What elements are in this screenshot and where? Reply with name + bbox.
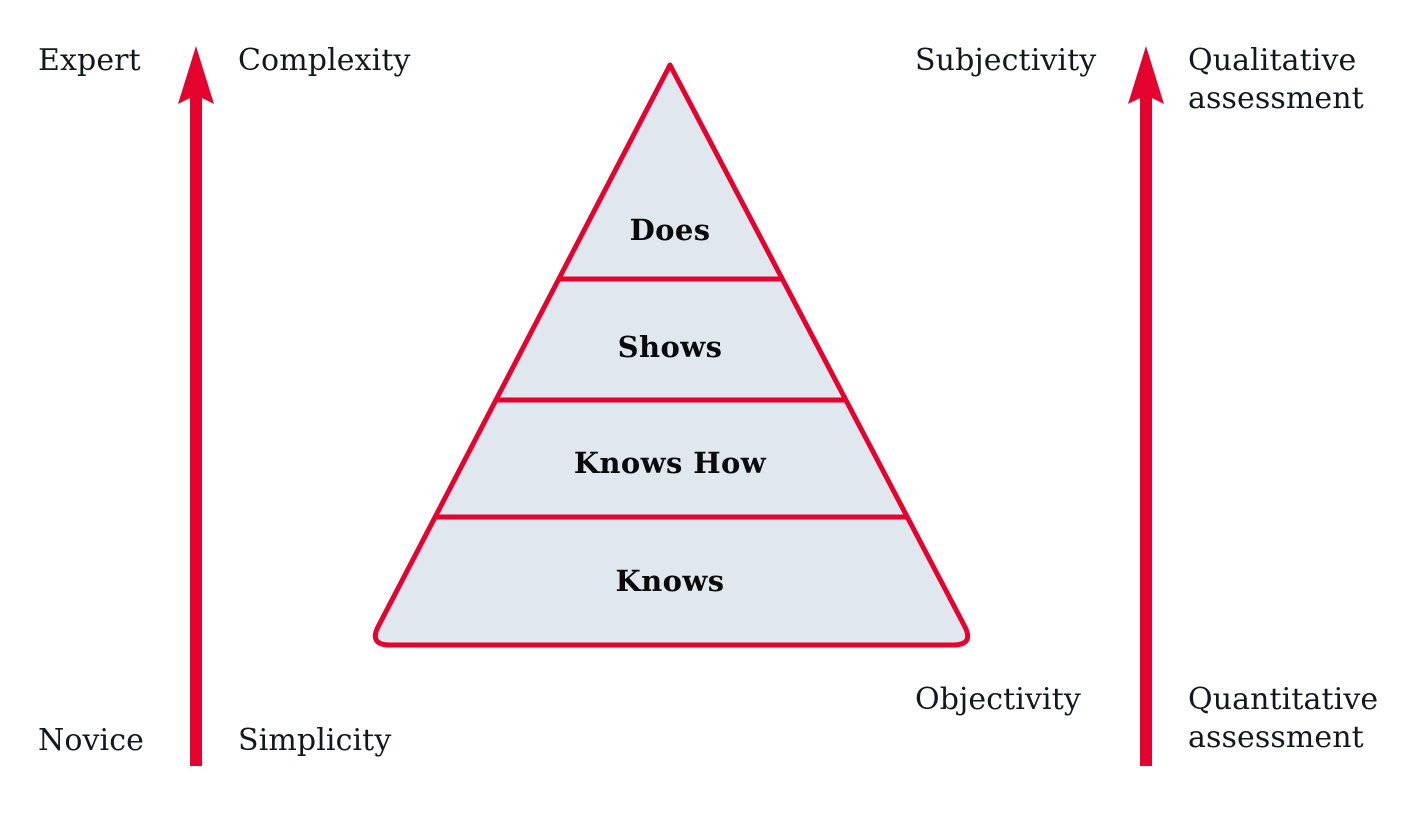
axis-right-label-qualitative-assessment: Qualitative assessment [1188,43,1364,116]
axis-right-label-objectivity: Objectivity [915,682,1081,717]
axis-left-label-novice: Novice [38,723,145,758]
pyramid-tier-label-does: Does [629,213,711,247]
axis-left-label-simplicity: Simplicity [238,723,392,758]
axis-left-label-complexity: Complexity [238,43,411,78]
axis-left-arrow-icon [178,46,214,766]
axis-right-arrow-icon [1128,46,1164,766]
pyramid-tier-label-shows: Shows [617,330,723,364]
axis-right-label-quantitative-assessment: Quantitative assessment [1188,682,1379,755]
up-arrow-icon-right [1128,46,1164,766]
axis-left-label-expert: Expert [38,43,141,78]
pyramid-tier-dividers [375,276,968,520]
axis-right-label-subjectivity: Subjectivity [915,43,1097,78]
up-arrow-icon-left [178,46,214,766]
pyramid-tier-label-knows-how: Knows How [573,446,767,480]
pyramid-tier-label-knows: Knows [615,564,725,598]
